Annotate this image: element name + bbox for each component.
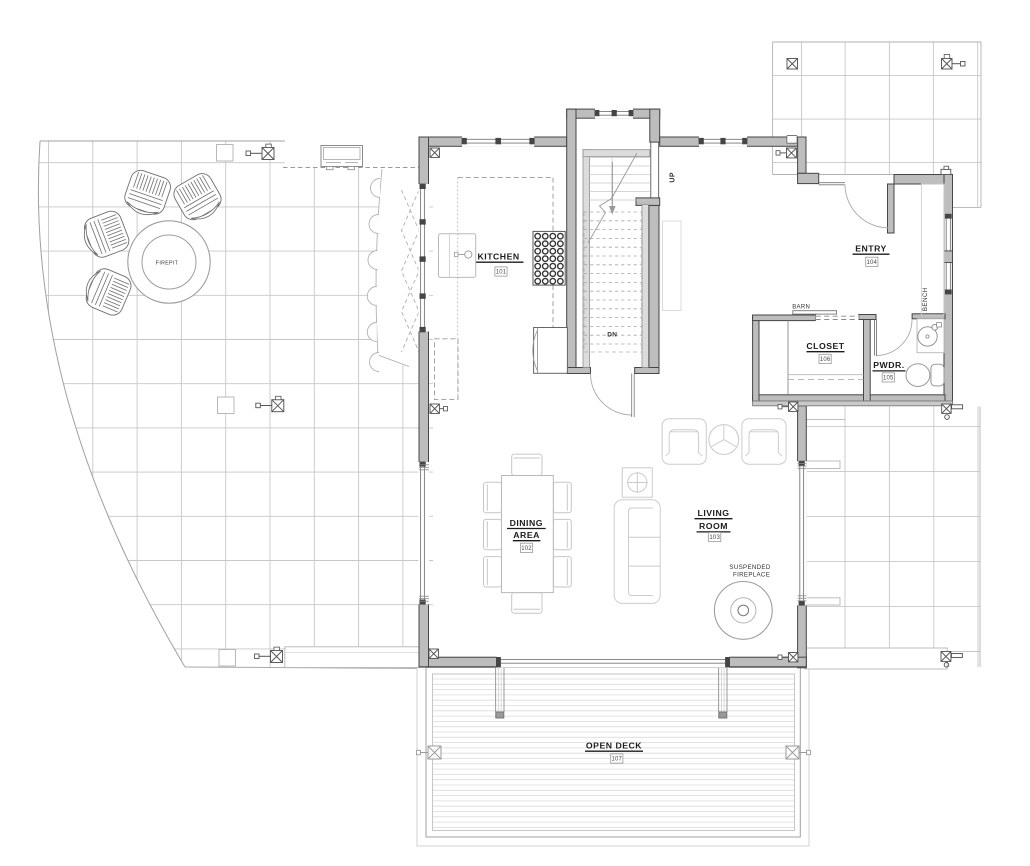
svg-text:FIREPLACE: FIREPLACE [733,572,770,579]
svg-text:SUSPENDED: SUSPENDED [729,564,770,571]
svg-text:103: 103 [709,535,720,541]
svg-text:KITCHEN: KITCHEN [478,252,520,262]
svg-text:UP: UP [670,172,677,183]
svg-text:AREA: AREA [513,530,540,540]
svg-text:106: 106 [820,357,831,363]
svg-text:102: 102 [521,546,532,552]
svg-text:101: 101 [496,270,507,276]
svg-text:107: 107 [611,757,622,763]
svg-text:DINING: DINING [510,518,543,528]
svg-text:CLOSET: CLOSET [806,341,844,351]
svg-text:104: 104 [866,260,877,266]
svg-text:ROOM: ROOM [699,521,728,531]
svg-text:OPEN DECK: OPEN DECK [586,741,642,751]
svg-text:PWDR.: PWDR. [873,360,904,370]
svg-text:BENCH: BENCH [922,287,929,311]
svg-text:105: 105 [883,376,894,382]
svg-text:FIREPIT: FIREPIT [156,261,179,267]
svg-text:BARN: BARN [792,304,810,310]
svg-text:DN: DN [607,332,617,339]
svg-text:LIVING: LIVING [698,508,730,518]
svg-text:ENTRY: ENTRY [855,244,887,254]
